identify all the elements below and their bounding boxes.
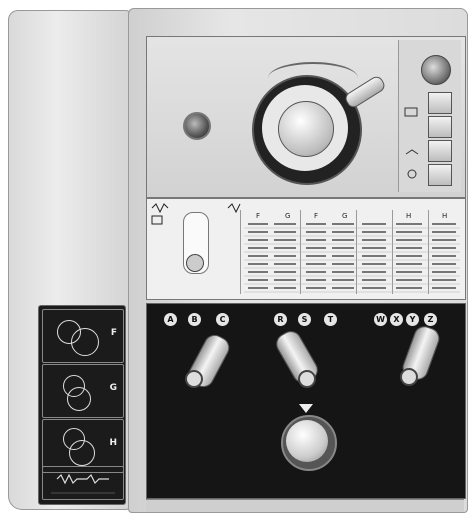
knob-pointer-icon — [299, 404, 313, 413]
speed-dial-knob[interactable] — [278, 101, 334, 157]
spindle-icon — [404, 107, 418, 117]
indicator-lamp-icon — [183, 112, 211, 140]
gear-diagram-g: G — [42, 364, 124, 418]
control-button-1[interactable] — [428, 92, 452, 114]
control-button-4[interactable] — [428, 164, 452, 186]
selector-button-a[interactable]: A — [164, 313, 177, 326]
direction-icon — [405, 149, 419, 155]
gear-icon — [71, 328, 99, 356]
table-divider — [240, 210, 241, 294]
lever-pivot — [400, 368, 418, 386]
main-feed-knob[interactable] — [286, 420, 328, 462]
feed-symbol-icon — [51, 473, 115, 494]
table-column-f: F — [256, 212, 261, 220]
selector-button-t[interactable]: T — [324, 313, 337, 326]
selector-button-z[interactable]: Z — [424, 313, 437, 326]
feed-schematic — [42, 466, 124, 500]
gear-label-g: G — [109, 383, 117, 393]
feed-symbol-icon — [227, 203, 241, 214]
table-column-g: G — [342, 212, 348, 220]
control-symbols — [404, 107, 419, 179]
selector-button-y[interactable]: Y — [406, 313, 419, 326]
gear-diagram-panel: F G H — [38, 305, 126, 505]
gear-label-f: F — [110, 328, 117, 338]
lever-pivot — [298, 370, 316, 388]
feed-symbol-icon — [151, 203, 169, 225]
selector-button-b[interactable]: B — [188, 313, 201, 326]
gear-diagram-f: F — [42, 309, 124, 363]
table-column-h: H — [406, 212, 412, 220]
selector-button-c[interactable]: C — [216, 313, 229, 326]
dial-arc — [268, 62, 358, 94]
control-button-2[interactable] — [428, 116, 452, 138]
selector-button-s[interactable]: S — [298, 313, 311, 326]
table-column-h: H — [442, 212, 448, 220]
table-grid — [244, 223, 460, 293]
selector-button-x[interactable]: X — [390, 313, 403, 326]
gear-icon — [69, 440, 95, 466]
gear-diagram-h: H — [42, 419, 124, 473]
lever-pivot — [185, 370, 203, 388]
table-column-g: G — [285, 212, 291, 220]
gear-label-h: H — [109, 438, 117, 448]
feed-lever-knob[interactable] — [186, 254, 204, 272]
gear-icon — [67, 387, 91, 411]
selector-button-r[interactable]: R — [274, 313, 287, 326]
table-column-f: F — [314, 212, 319, 220]
base-strip — [146, 499, 464, 512]
control-button-3[interactable] — [428, 140, 452, 162]
selector-button-w[interactable]: W — [374, 313, 387, 326]
emergency-stop-icon[interactable] — [421, 55, 451, 85]
rotation-icon — [407, 169, 417, 179]
